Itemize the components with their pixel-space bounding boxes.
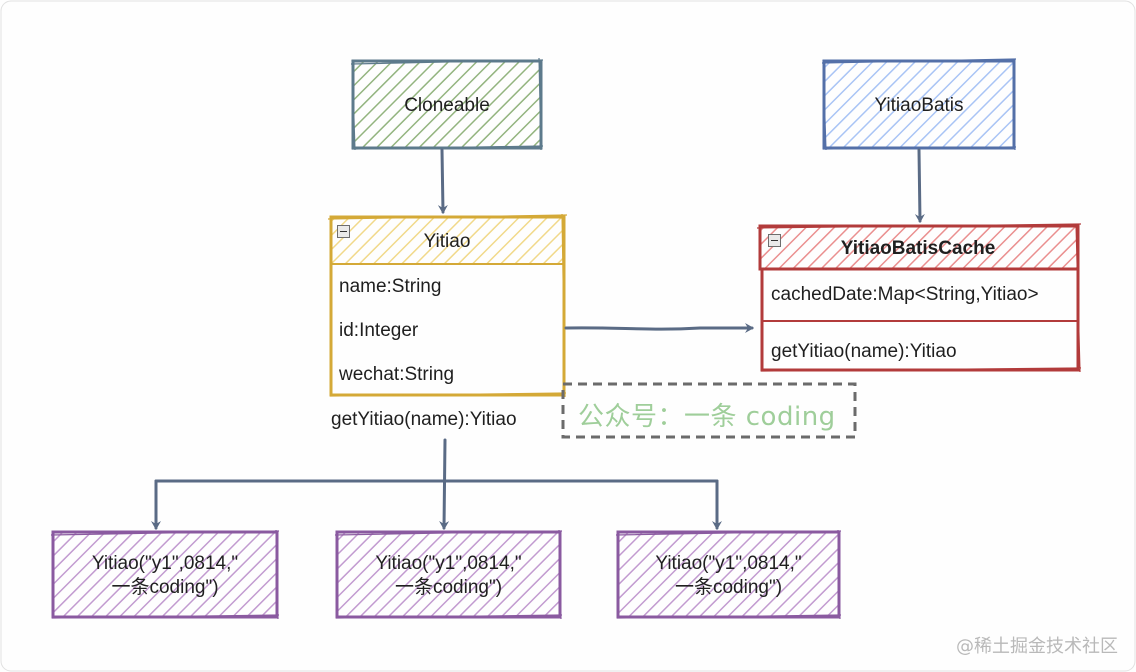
instance-label-3: Yitiao("y1",0814," 一条coding") <box>618 552 839 600</box>
instance-line-2: 一条coding") <box>394 576 503 598</box>
yitiao-class-title: Yitiao <box>423 231 471 252</box>
cache-class-title: YitiaoBatisCache <box>840 238 996 259</box>
collapse-icon[interactable] <box>768 234 781 247</box>
instance-box-1 <box>50 529 280 620</box>
cache-field-cached-date: cachedDate:Map<String,Yitiao> <box>771 284 1039 305</box>
instance-line-1: Yitiao("y1",0814," <box>91 553 239 574</box>
cloneable-box <box>350 57 544 151</box>
instance-box-3 <box>615 529 842 620</box>
watermark-box <box>561 382 857 439</box>
instance-line-1: Yitiao("y1",0814," <box>655 553 802 574</box>
yitiao-batis-label: YitiaoBatis <box>874 95 964 116</box>
yitiao-batis-cache-class-box <box>756 223 1082 373</box>
instance-label-2: Yitiao("y1",0814," 一条coding") <box>337 552 560 600</box>
cache-method: getYitiao(name):Yitiao <box>771 341 957 362</box>
collapse-icon[interactable] <box>337 225 350 238</box>
yitiao-field-id: id:Integer <box>339 320 419 341</box>
arrow-batis-to-cache <box>914 148 925 223</box>
instance-box-2 <box>334 529 563 620</box>
yitiao-class-box <box>327 213 568 398</box>
instance-line-1: Yitiao("y1",0814," <box>375 553 522 574</box>
instance-line-2: 一条coding") <box>111 576 219 598</box>
arrow-cloneable-to-yitiao <box>437 148 448 214</box>
instance-label-1: Yitiao("y1",0814," 一条coding") <box>53 552 277 600</box>
instance-line-2: 一条coding") <box>674 576 783 598</box>
watermark-label: 公众号：一条 coding <box>578 402 836 432</box>
cloneable-label: Cloneable <box>404 95 490 116</box>
yitiao-batis-box <box>821 58 1017 151</box>
arrow-yitiao-to-cache <box>564 323 754 333</box>
yitiao-method: getYitiao(name):Yitiao <box>331 409 517 430</box>
yitiao-field-name: name:String <box>339 276 442 297</box>
footer-credit: @稀土掘金技术社区 <box>956 636 1118 657</box>
yitiao-field-wechat: wechat:String <box>339 364 455 385</box>
arrow-to-instance-2 <box>439 438 450 530</box>
